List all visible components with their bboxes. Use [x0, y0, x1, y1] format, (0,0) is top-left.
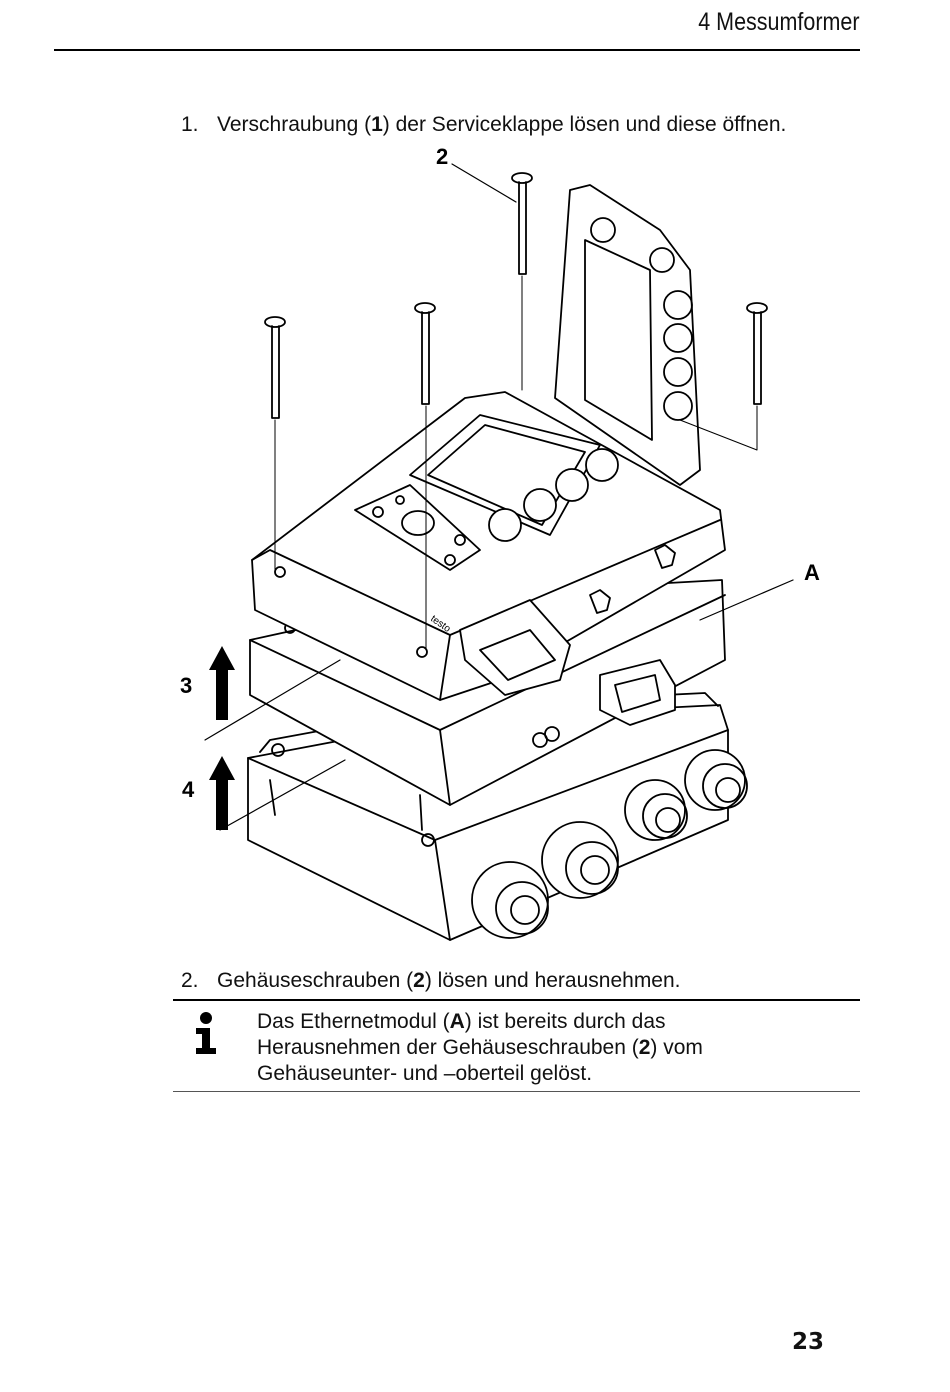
step-1-text-b: ) der Serviceklappe lösen und diese öffn… [382, 113, 787, 136]
screw-2 [414, 302, 436, 405]
step-1-ref: 1 [371, 113, 383, 136]
transmitter-exploded-illustration: testo 2 [180, 144, 820, 941]
service-flap [554, 184, 701, 486]
screw-4 [746, 302, 768, 405]
cable-gland-2 [541, 821, 619, 899]
step-2-ref: 2 [413, 969, 425, 992]
housing-cover: testo [251, 391, 726, 701]
running-header: 4 Messumformer [698, 8, 860, 36]
ethernet-module [599, 659, 676, 726]
step-1-text-a: Verschraubung ( [217, 113, 372, 136]
screw-1 [264, 316, 286, 419]
step-2-text-a: Gehäuseschrauben ( [217, 969, 414, 992]
step-1-number: 1. [181, 113, 199, 136]
callout-2: 2 [436, 144, 448, 169]
lower-housing [247, 692, 748, 941]
step-1: 1. Verschraubung (1) der Serviceklappe lö… [181, 112, 786, 138]
callout-a: A [804, 560, 820, 585]
step-2-text-b: ) lösen und herausnehmen. [424, 969, 681, 992]
note-line-1-b: ) ist bereits durch das [464, 1010, 666, 1033]
step-2-number: 2. [181, 969, 199, 992]
note-line-2: Herausnehmen der Gehäuseschrauben (2) vo… [257, 1035, 817, 1061]
cable-gland-3 [624, 779, 688, 841]
header-rule [54, 49, 860, 51]
note-line-2-a: Herausnehmen der Gehäuseschrauben ( [257, 1036, 639, 1059]
screw-3 [511, 172, 533, 275]
page-number: 23 [791, 1329, 824, 1355]
callout-4: 4 [182, 777, 195, 802]
note-line-1-a: Das Ethernetmodul ( [257, 1010, 450, 1033]
note-line-3: Gehäuseunter- und –oberteil gelöst. [257, 1062, 593, 1085]
note-line-1-ref: A [449, 1010, 465, 1033]
note-line-2-b: ) vom [650, 1036, 703, 1059]
note-text: Das Ethernetmodul (A) ist bereits durch … [257, 1009, 817, 1087]
note-line-1: Das Ethernetmodul (A) ist bereits durch … [257, 1009, 817, 1035]
note-line-2-ref: 2 [638, 1036, 651, 1059]
cable-gland-1 [471, 861, 549, 939]
info-icon [196, 1012, 216, 1054]
lift-arrow-4 [209, 756, 235, 830]
lift-arrow-3 [209, 646, 235, 720]
callout-3: 3 [180, 673, 192, 698]
cable-gland-4 [684, 749, 748, 811]
housing-screws [264, 172, 768, 419]
info-note: Das Ethernetmodul (A) ist bereits durch … [173, 999, 860, 1092]
step-2: 2. Gehäuseschrauben (2) lösen und herausn… [181, 968, 681, 994]
